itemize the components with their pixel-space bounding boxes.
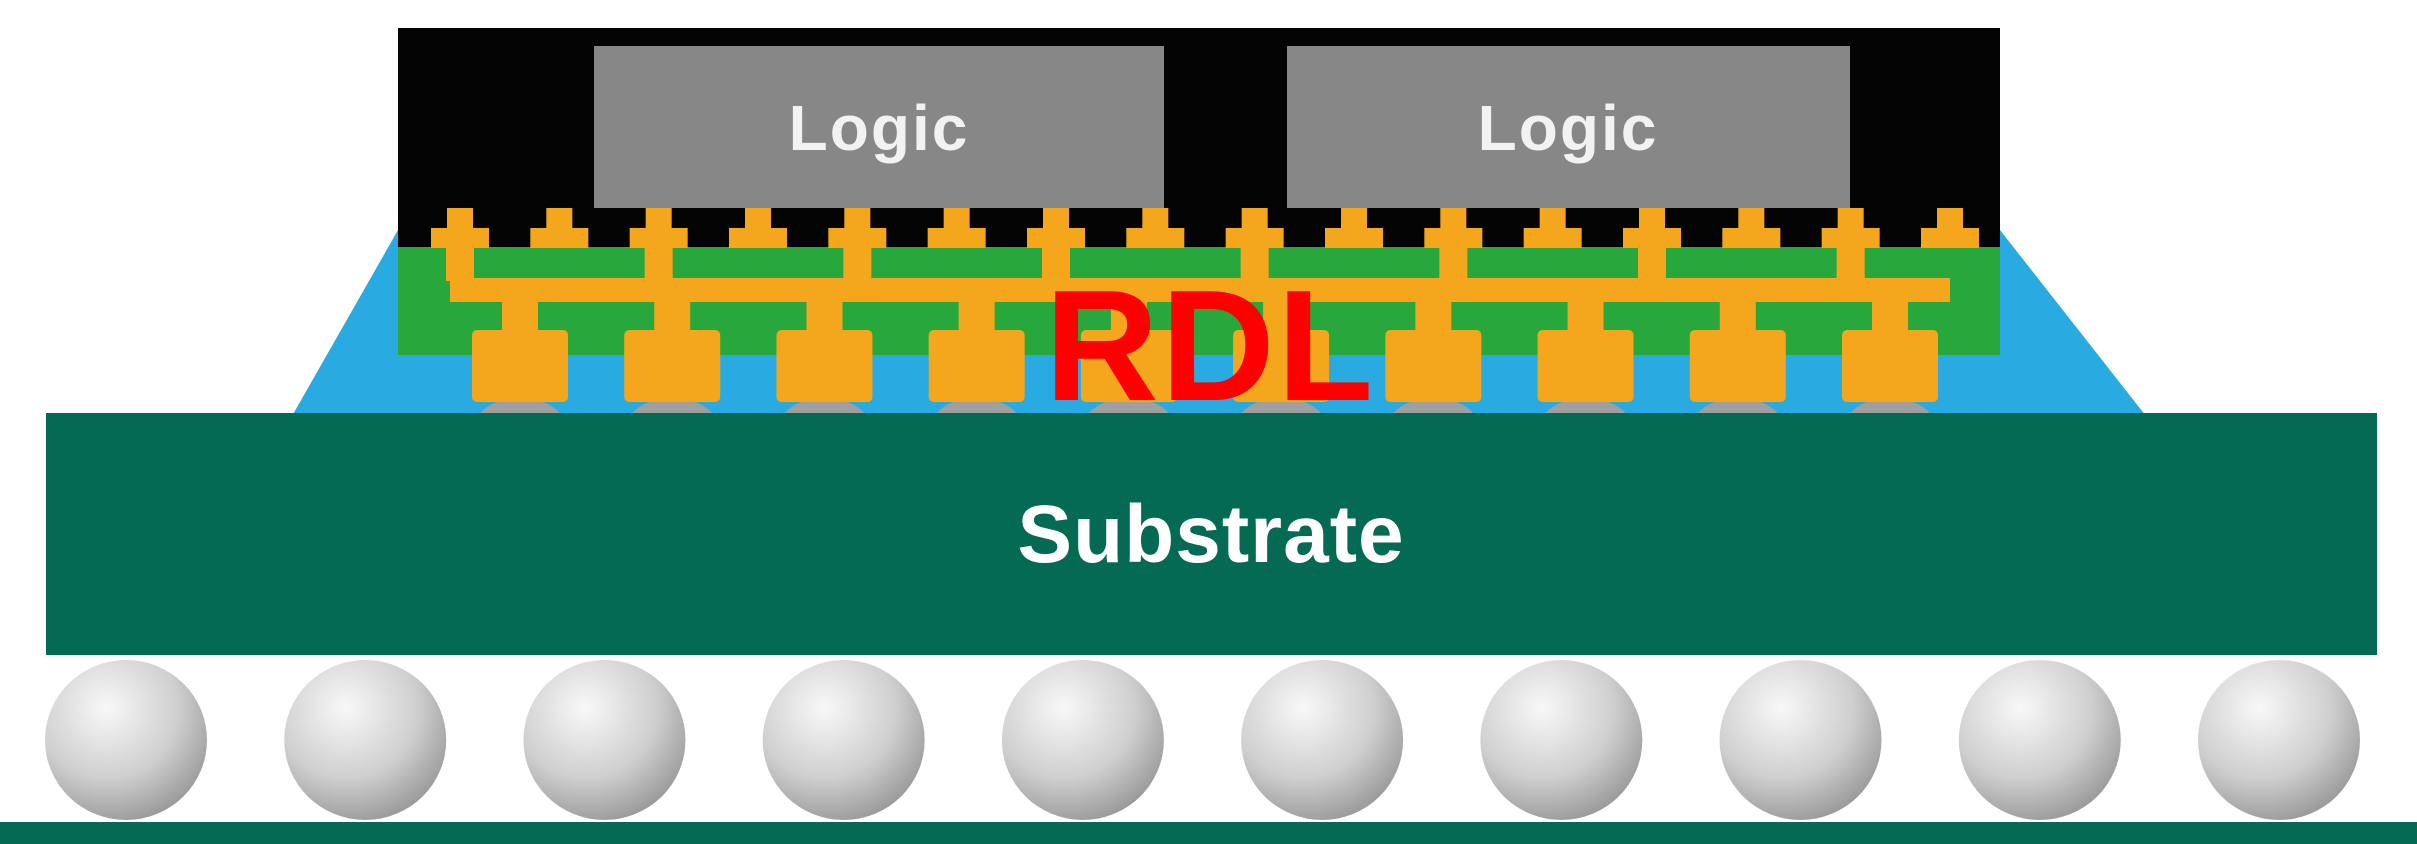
rdl-bump-body [472,330,568,402]
micro-bump-pad [729,228,787,248]
rdl-bump-stem [1719,300,1756,332]
rdl-via [1042,247,1070,281]
bga-ball [284,660,447,820]
bga-ball-group [45,660,2360,820]
rdl-bump-stem [1415,300,1452,332]
micro-bump-stem [1341,208,1367,230]
micro-bump-stem [1440,208,1467,230]
rdl-label: RDL [1045,258,1376,434]
rdl-bump-body [1385,330,1482,402]
micro-bump-pad [431,228,489,248]
micro-bump-stem [1241,208,1268,230]
rdl-bump-stem [1567,300,1604,332]
rdl-bump-stem [654,300,691,332]
rdl-via-group [446,247,1865,281]
rdl-bump-stem [502,300,538,332]
bga-ball [1241,660,1404,820]
rdl-bump-body [1233,330,1330,402]
rdl-via [644,247,673,281]
rdl-bump-body [1842,330,1938,402]
bga-ball [762,660,925,820]
micro-bump-stem [1539,208,1566,230]
micro-bump-stem [844,208,871,230]
rdl-bump-body [928,330,1025,402]
micro-bump-group [431,208,1979,248]
micro-bump-pad [828,228,887,248]
micro-bump-stem [745,208,771,230]
micro-bump-pad [530,228,589,248]
micro-bump-pad [1623,228,1681,248]
rdl-bump-group [472,300,1938,402]
die-left [594,46,1164,208]
micro-bump-pad [927,228,986,248]
micro-bump-stem [645,208,672,230]
bga-ball [2198,660,2360,820]
micro-bump-stem [447,208,473,230]
die-right [1287,46,1850,208]
rdl-bump-body [624,330,721,402]
micro-bump-stem [546,208,573,230]
micro-bump-pad [1225,228,1284,248]
rdl-bump-body [1689,330,1786,402]
rdl-bump-body [1080,330,1177,402]
micro-bump-stem [1639,208,1665,230]
micro-bump-pad [1126,228,1185,248]
die-left-label: Logic [789,92,970,164]
rdl-bump-stem [1110,300,1147,332]
rdl-trace [450,278,1950,302]
bga-ball [1719,660,1882,820]
rdl-via [1638,247,1666,281]
bga-ball [1958,660,2121,820]
rdl-via [843,247,872,281]
micro-bump-stem [1142,208,1169,230]
rdl-bump-body [1537,330,1634,402]
rdl-bump-stem [958,300,995,332]
micro-bump-stem [943,208,970,230]
rdl-bump-body [776,330,873,402]
substrate [46,413,2377,655]
substrate-label: Substrate [1017,489,1404,580]
bga-ball [523,660,686,820]
rdl-bump-stem [1872,300,1908,332]
bga-ball [1480,660,1643,820]
micro-bump-stem [1738,208,1765,230]
rdl-via [446,247,474,281]
micro-bump-pad [1027,228,1085,248]
micro-bump-pad [1921,228,1979,248]
micro-bump-pad [1424,228,1483,248]
bga-ball [1001,660,1164,820]
rdl-bump-stem [806,300,843,332]
micro-bump-stem [1837,208,1864,230]
micro-bump-pad [1523,228,1582,248]
micro-bump-pad [1722,228,1781,248]
rdl-via [1240,247,1269,281]
micro-bump-stem [1937,208,1963,230]
bottom-strip [0,822,2417,844]
bga-ball [45,660,207,820]
rdl-via [1836,247,1865,281]
micro-bump-pad [1325,228,1383,248]
die-right-label: Logic [1478,92,1659,164]
micro-bump-stem [1043,208,1069,230]
rdl-bump-stem [1263,300,1300,332]
micro-bump-pad [629,228,688,248]
micro-bump-pad [1821,228,1880,248]
rdl-via [1439,247,1468,281]
